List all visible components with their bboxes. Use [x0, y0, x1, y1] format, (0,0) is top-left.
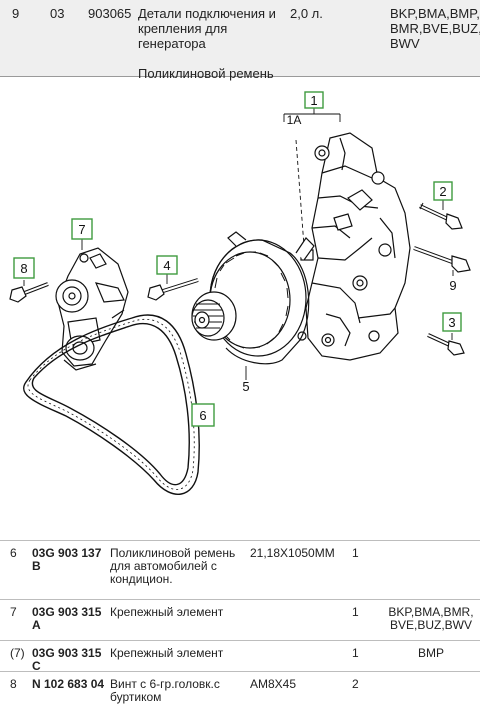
callout-6: 6 [191, 403, 215, 427]
bolt-2 [419, 202, 463, 230]
row-spec: AM8X45 [250, 677, 297, 691]
svg-text:4: 4 [163, 258, 170, 273]
svg-text:2: 2 [439, 184, 446, 199]
svg-text:6: 6 [199, 408, 206, 423]
callout-9: 9 [449, 278, 456, 293]
row-quantity: 2 [352, 677, 359, 691]
row-description: Крепежный элемент [110, 646, 224, 660]
row-quantity: 1 [352, 646, 359, 660]
bracket-assembly [305, 132, 411, 361]
callout-4: 4 [156, 255, 178, 275]
alternator [191, 231, 315, 365]
callout-3: 3 [442, 312, 462, 332]
row-engine-codes: BKP,BMA,BMR, BVE,BUZ,BWV [388, 605, 474, 632]
row-description: Винт с 6-гр.головк.с буртиком [110, 677, 220, 704]
row-part-number: N 102 683 04 [32, 677, 105, 691]
main-group: 9 [12, 6, 20, 21]
row-quantity: 1 [352, 605, 359, 619]
row-position: 6 [10, 546, 17, 560]
svg-text:8: 8 [20, 261, 27, 276]
row-part-number: 03G 903 315 A [32, 605, 102, 632]
ribbed-belt [23, 314, 200, 495]
svg-text:1: 1 [310, 93, 317, 108]
parts-diagram: 1 2 3 4 5 6 7 8 9 1A [0, 78, 480, 540]
diagram-svg: 1 2 3 4 5 6 7 8 9 1A [9, 91, 471, 495]
svg-text:1A: 1A [287, 113, 302, 127]
svg-text:9: 9 [449, 278, 456, 293]
row-position: 8 [10, 677, 17, 691]
catalog-header: 9 03 903065 Детали подключения и креплен… [0, 0, 480, 81]
row-position: (7) [10, 646, 25, 660]
illustration-description: Детали подключения и крепления для генер… [138, 6, 283, 81]
table-row[interactable]: (7) 03G 903 315 C Крепежный элемент 1 BM… [0, 640, 480, 673]
row-part-number: 03G 903 137 B [32, 546, 102, 573]
row-position: 7 [10, 605, 17, 619]
sub-group: 03 [50, 6, 65, 21]
callout-2: 2 [433, 181, 453, 201]
bolt-4 [147, 278, 199, 301]
callout-5: 5 [242, 379, 249, 394]
bolt-3 [427, 333, 465, 356]
row-engine-codes: BMP [417, 646, 444, 660]
table-row[interactable]: 6 03G 903 137 B Поликлиновой ремень для … [0, 540, 480, 599]
parts-table: 6 03G 903 137 B Поликлиновой ремень для … [0, 540, 480, 706]
callout-1a: 1A [287, 113, 302, 127]
illustration-number: 903065 [88, 6, 132, 21]
svg-text:5: 5 [242, 379, 249, 394]
row-description: Поликлиновой ремень для автомобилей с ко… [110, 546, 236, 586]
svg-text:3: 3 [448, 315, 455, 330]
belt-tensioner [55, 247, 129, 371]
table-row[interactable]: 7 03G 903 315 A Крепежный элемент 1 BKP,… [0, 599, 480, 640]
callout-8: 8 [13, 257, 35, 279]
svg-text:7: 7 [78, 222, 85, 237]
row-part-number: 03G 903 315 C [32, 646, 102, 673]
row-description: Крепежный элемент [110, 605, 224, 619]
callout-1: 1 [304, 91, 324, 109]
engine-volume: 2,0 л. [290, 6, 323, 21]
row-spec: 21,18X1050MM [250, 546, 335, 560]
callout-7: 7 [71, 218, 93, 240]
bolt-9 [413, 246, 471, 273]
bolt-8 [9, 282, 49, 303]
engine-codes: BKP,BMA,BMP, BMR,BVE,BUZ, BWV [390, 6, 480, 51]
description-extra: Поликлиновой ремень [138, 66, 274, 81]
table-row[interactable]: 8 N 102 683 04 Винт с 6-гр.головк.с бурт… [0, 671, 480, 706]
row-quantity: 1 [352, 546, 359, 560]
description-main: Детали подключения и крепления для генер… [138, 6, 276, 51]
